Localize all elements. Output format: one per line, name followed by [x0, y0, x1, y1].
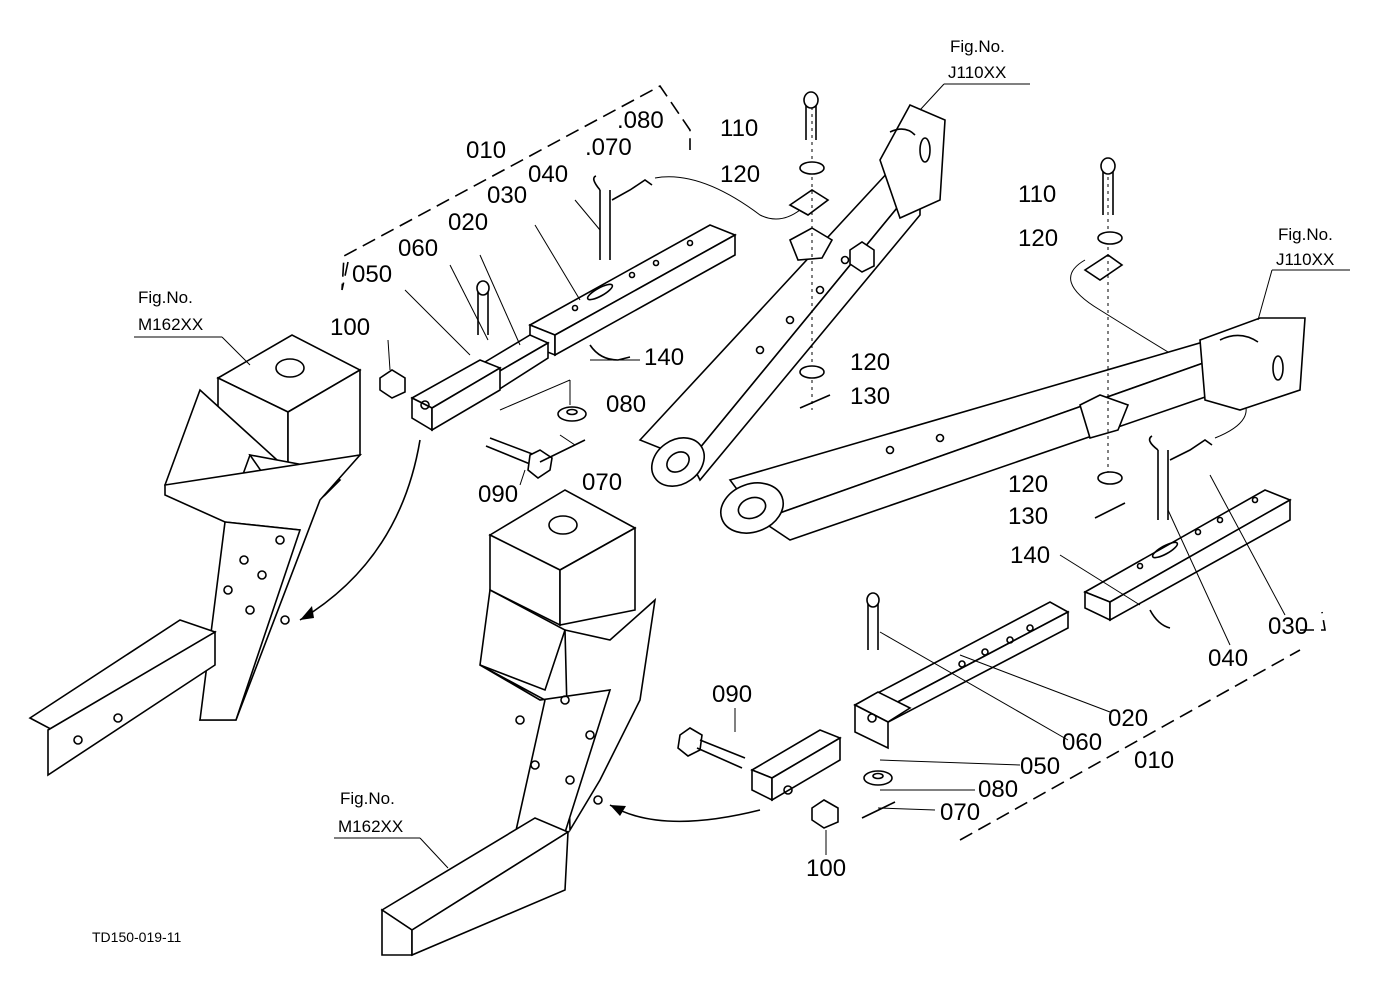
drawing-code: TD150-019-11	[92, 929, 181, 945]
fig-ref-line1: Fig.No.	[340, 789, 395, 808]
part-label-080-low: 080	[978, 776, 1018, 803]
part-number-labels: 010 .070 .080 040 030 020 060 050 100 14…	[330, 107, 1308, 882]
part-label-020-low: 020	[1108, 705, 1148, 732]
upper-lower-link-arm	[638, 91, 946, 487]
part-label-030-low: 030	[1268, 613, 1308, 640]
part-label-070-low: 070	[940, 799, 980, 826]
part-label-060: 060	[398, 235, 438, 262]
part-label-070: .070	[585, 134, 632, 161]
part-label-010: 010	[466, 137, 506, 164]
part-label-030: 030	[487, 182, 527, 209]
upper-stabilizer-assembly	[379, 175, 801, 486]
part-label-100: 100	[330, 314, 370, 341]
assembly-group-outlines	[341, 84, 1326, 841]
fig-ref-line2: M162XX	[338, 817, 403, 836]
part-label-080b: 080	[606, 391, 646, 418]
part-label-120-right: 120	[1018, 225, 1058, 252]
assembly-arrows	[299, 439, 761, 823]
part-label-050: 050	[352, 261, 392, 288]
part-label-140-low: 140	[1010, 542, 1050, 569]
part-label-090-low: 090	[712, 681, 752, 708]
fig-ref-line1: Fig.No.	[950, 37, 1005, 56]
right-lower-link-arm	[720, 157, 1306, 541]
part-label-070b: 070	[582, 469, 622, 496]
fig-ref-left-m162: Fig.No. M162XX	[134, 288, 251, 366]
fig-ref-line2: J110XX	[1276, 250, 1334, 269]
center-frame-bracket	[380, 489, 657, 957]
part-label-040: 040	[528, 161, 568, 188]
part-label-100-low: 100	[806, 855, 846, 882]
left-frame-bracket	[28, 334, 363, 777]
part-label-120-mid: 120	[850, 349, 890, 376]
part-label-060-low: 060	[1062, 729, 1102, 756]
part-label-130-mid: 130	[850, 383, 890, 410]
fig-ref-line2: M162XX	[138, 315, 203, 334]
part-label-120-low: 120	[1008, 471, 1048, 498]
part-label-130-low: 130	[1008, 503, 1048, 530]
fig-ref-bottom-m162: Fig.No. M162XX	[334, 789, 449, 869]
part-label-010-low: 010	[1134, 747, 1174, 774]
part-label-110-right: 110	[1018, 181, 1056, 208]
part-label-090: 090	[478, 481, 518, 508]
fig-ref-line1: Fig.No.	[138, 288, 193, 307]
part-label-050-low: 050	[1020, 753, 1060, 780]
part-label-040-low: 040	[1208, 645, 1248, 672]
part-label-020: 020	[448, 209, 488, 236]
fig-ref-right-j110: Fig.No. J110XX	[1257, 225, 1350, 321]
fig-ref-line1: Fig.No.	[1278, 225, 1333, 244]
fig-ref-top-j110: Fig.No. J110XX	[919, 37, 1030, 111]
part-label-120-top: 120	[720, 161, 760, 188]
fig-ref-line2: J110XX	[948, 63, 1006, 82]
part-label-140: 140	[644, 344, 684, 371]
lower-stabilizer-assembly	[677, 259, 1292, 855]
part-label-080: .080	[617, 107, 664, 134]
part-label-110-top: 110	[720, 115, 758, 142]
